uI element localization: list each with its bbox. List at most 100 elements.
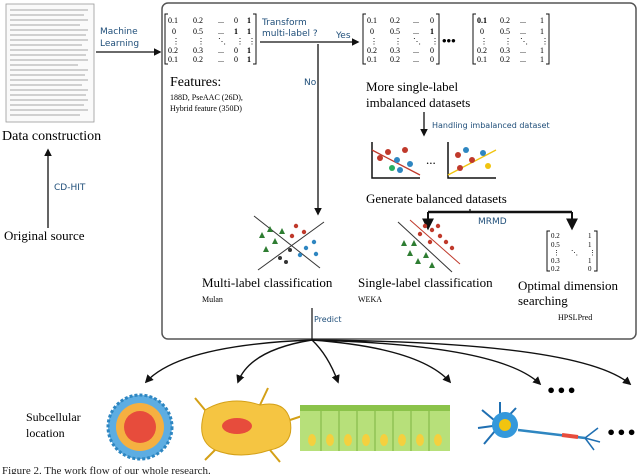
svg-text:1: 1 bbox=[540, 16, 544, 25]
machine-learning-label-1: Machine bbox=[100, 27, 138, 37]
features-line-1: 188D, PseAAC (26D), bbox=[170, 93, 243, 102]
svg-text:0.2: 0.2 bbox=[168, 46, 178, 55]
svg-text:1: 1 bbox=[540, 27, 544, 36]
svg-text:⋮: ⋮ bbox=[480, 37, 488, 46]
svg-text:⋮: ⋮ bbox=[370, 37, 378, 46]
svg-text:⋱: ⋱ bbox=[571, 249, 578, 257]
features-line-2: Hybrid feature (350D) bbox=[170, 104, 242, 113]
spindle-cell-icon bbox=[194, 387, 303, 463]
svg-text:1: 1 bbox=[247, 16, 251, 25]
svg-text:0.2: 0.2 bbox=[477, 46, 487, 55]
svg-text:⋮: ⋮ bbox=[431, 37, 439, 46]
mulan-label: Mulan bbox=[202, 295, 223, 304]
svg-text:⋮: ⋮ bbox=[589, 249, 596, 257]
predict-label: Predict bbox=[314, 315, 342, 324]
svg-text:0: 0 bbox=[480, 27, 484, 36]
svg-text:⋮: ⋮ bbox=[394, 37, 402, 46]
svg-text:1: 1 bbox=[588, 241, 592, 249]
single-label-scatter-icon bbox=[397, 219, 461, 273]
multi-label-scatter-icon bbox=[253, 215, 325, 271]
imbalanced-scatter-icon-1 bbox=[371, 142, 421, 179]
svg-text:...: ... bbox=[520, 46, 526, 55]
svg-text:⋱: ⋱ bbox=[520, 37, 528, 46]
svg-text:0: 0 bbox=[430, 46, 434, 55]
svg-text:0.1: 0.1 bbox=[367, 55, 377, 64]
single-label-classification-label: Single-label classification bbox=[358, 275, 493, 290]
prediction-fan-arrows bbox=[144, 339, 632, 386]
svg-text:⋮: ⋮ bbox=[541, 37, 549, 46]
svg-text:1: 1 bbox=[430, 27, 434, 36]
svg-text:0.2: 0.2 bbox=[367, 46, 377, 55]
neuron-icon bbox=[477, 402, 601, 451]
svg-text:1: 1 bbox=[234, 27, 238, 36]
svg-text:...: ... bbox=[413, 55, 419, 64]
svg-text:0: 0 bbox=[430, 55, 434, 64]
original-source-label: Original source bbox=[4, 228, 85, 243]
handling-label: Handling imbalanced dataset bbox=[432, 121, 550, 130]
figure-caption: Figure 2. The work flow of our whole res… bbox=[2, 465, 211, 474]
epithelial-layer-icon bbox=[300, 405, 450, 451]
generate-balanced-label: Generate balanced datasets bbox=[366, 191, 507, 206]
svg-text:0.1: 0.1 bbox=[477, 16, 487, 25]
svg-text:0.1: 0.1 bbox=[168, 55, 178, 64]
data-construction-label: Data construction bbox=[2, 129, 101, 144]
cdhit-label: CD-HIT bbox=[54, 183, 86, 193]
multi-label-classification-label: Multi-label classification bbox=[202, 275, 333, 290]
svg-text:0: 0 bbox=[430, 16, 434, 25]
imbalanced-scatter-icon-2 bbox=[447, 142, 497, 179]
weka-label: WEKA bbox=[358, 295, 382, 304]
svg-text:⋮: ⋮ bbox=[248, 37, 256, 46]
svg-text:0: 0 bbox=[588, 265, 592, 273]
svg-text:0.1: 0.1 bbox=[367, 16, 377, 25]
svg-text:0.2: 0.2 bbox=[551, 232, 560, 240]
svg-text:...: ... bbox=[218, 27, 224, 36]
svg-text:⋱: ⋱ bbox=[218, 37, 226, 46]
svg-text:0: 0 bbox=[234, 55, 238, 64]
svg-text:0.3: 0.3 bbox=[390, 46, 400, 55]
svg-text:...: ... bbox=[413, 16, 419, 25]
optimal-dimension-label-1: Optimal dimension bbox=[518, 278, 619, 293]
no-label: No bbox=[304, 78, 317, 88]
svg-text:0.2: 0.2 bbox=[551, 265, 560, 273]
svg-text:0.1: 0.1 bbox=[477, 55, 487, 64]
subcellular-label-1: Subcellular bbox=[26, 410, 81, 424]
subcellular-label-2: location bbox=[26, 426, 65, 440]
svg-text:0: 0 bbox=[234, 16, 238, 25]
svg-text:...: ... bbox=[413, 46, 419, 55]
optimal-dimension-label-2: searching bbox=[518, 293, 568, 308]
svg-text:...: ... bbox=[218, 16, 224, 25]
svg-text:1: 1 bbox=[540, 46, 544, 55]
transform-label-1: Transform bbox=[261, 18, 307, 28]
svg-text:1: 1 bbox=[588, 257, 592, 265]
more-locations-dots-2: ••• bbox=[606, 423, 637, 442]
mrmd-label: MRMD bbox=[478, 217, 507, 227]
matrix-dots: ••• bbox=[442, 33, 456, 48]
svg-text:1: 1 bbox=[247, 55, 251, 64]
yes-label: Yes bbox=[335, 31, 351, 41]
scatter-ellipsis: ... bbox=[426, 152, 436, 167]
svg-text:0.5: 0.5 bbox=[390, 27, 400, 36]
features-title: Features: bbox=[170, 75, 221, 90]
svg-text:1: 1 bbox=[540, 55, 544, 64]
hpslpred-label: HPSLPred bbox=[558, 313, 592, 322]
main-frame bbox=[161, 2, 637, 340]
more-locations-dots-1: ••• bbox=[546, 381, 577, 400]
svg-text:1: 1 bbox=[247, 46, 251, 55]
svg-text:...: ... bbox=[520, 55, 526, 64]
svg-text:0.5: 0.5 bbox=[551, 241, 560, 249]
machine-learning-label-2: Learning bbox=[100, 39, 139, 49]
svg-text:0: 0 bbox=[234, 46, 238, 55]
svg-text:0.2: 0.2 bbox=[390, 55, 400, 64]
svg-text:⋮: ⋮ bbox=[504, 37, 512, 46]
svg-text:0.5: 0.5 bbox=[193, 27, 203, 36]
svg-text:0.2: 0.2 bbox=[193, 55, 203, 64]
svg-text:0.2: 0.2 bbox=[500, 55, 510, 64]
more-single-label-2: imbalanced datasets bbox=[366, 95, 470, 110]
svg-text:0.3: 0.3 bbox=[193, 46, 203, 55]
svg-text:0.1: 0.1 bbox=[168, 16, 178, 25]
svg-text:⋱: ⋱ bbox=[413, 37, 421, 46]
sequence-document-icon bbox=[5, 3, 95, 123]
